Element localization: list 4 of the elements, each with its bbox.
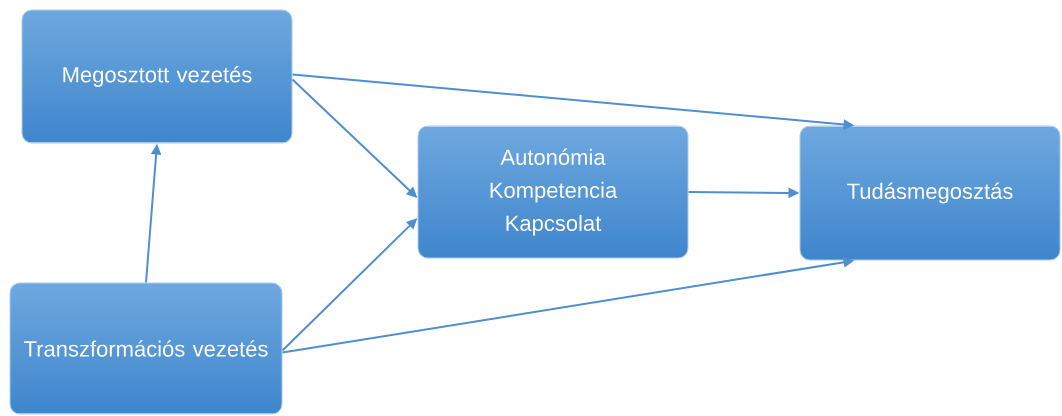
- process-box: Transzformációs vezetés: [9, 282, 283, 415]
- process-box: Megosztott vezetés: [21, 9, 293, 144]
- process-box: Tudásmegosztás: [799, 125, 1061, 261]
- process-box: Autonómia Kompetencia Kapcsolat: [417, 125, 689, 259]
